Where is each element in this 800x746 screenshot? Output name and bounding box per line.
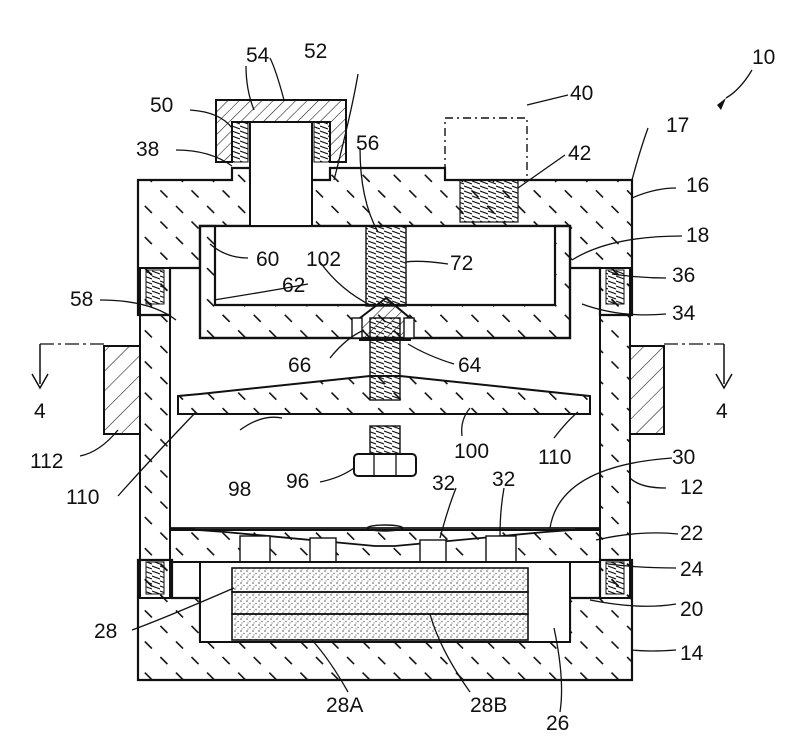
- cartridge-28: [200, 562, 570, 642]
- label-38: 38: [136, 138, 159, 161]
- label-52: 52: [304, 40, 327, 63]
- label-56: 56: [356, 132, 379, 155]
- label-32-right: 32: [492, 468, 515, 491]
- label-12: 12: [680, 476, 703, 499]
- label-18: 18: [686, 224, 709, 247]
- label-16: 16: [686, 174, 709, 197]
- label-28: 28: [94, 620, 117, 643]
- label-section-4-right: 4: [716, 400, 728, 423]
- label-26: 26: [546, 712, 569, 735]
- label-50: 50: [150, 94, 173, 117]
- label-17: 17: [666, 114, 689, 137]
- label-22: 22: [680, 522, 703, 545]
- label-110-right: 110: [538, 446, 571, 469]
- label-66: 66: [288, 354, 311, 377]
- label-14: 14: [680, 642, 704, 665]
- label-30: 30: [672, 446, 695, 469]
- plate-98: [178, 376, 590, 414]
- label-100: 100: [454, 440, 489, 463]
- label-36: 36: [672, 264, 695, 287]
- label-60: 60: [256, 248, 279, 271]
- section-line-left: [32, 344, 104, 388]
- label-20: 20: [680, 598, 703, 621]
- label-10: 10: [752, 46, 775, 69]
- section-line-right: [664, 344, 732, 388]
- label-64: 64: [458, 354, 482, 377]
- label-section-4-left: 4: [34, 400, 46, 423]
- label-34: 34: [672, 302, 696, 325]
- bolt-96: [354, 426, 416, 476]
- label-72: 72: [450, 252, 473, 275]
- label-54: 54: [246, 44, 270, 67]
- label-98: 98: [228, 478, 251, 501]
- label-42: 42: [568, 142, 591, 165]
- label-40: 40: [570, 82, 593, 105]
- label-28A: 28A: [326, 694, 363, 717]
- label-62: 62: [282, 274, 305, 297]
- label-24: 24: [680, 558, 704, 581]
- label-96: 96: [286, 470, 309, 493]
- label-102: 102: [306, 248, 341, 271]
- label-28B: 28B: [470, 694, 507, 717]
- label-112: 112: [30, 450, 63, 473]
- label-32-left: 32: [432, 472, 455, 495]
- perforated-plate: [170, 530, 600, 562]
- label-110-left: 110: [66, 486, 99, 509]
- label-58: 58: [70, 288, 93, 311]
